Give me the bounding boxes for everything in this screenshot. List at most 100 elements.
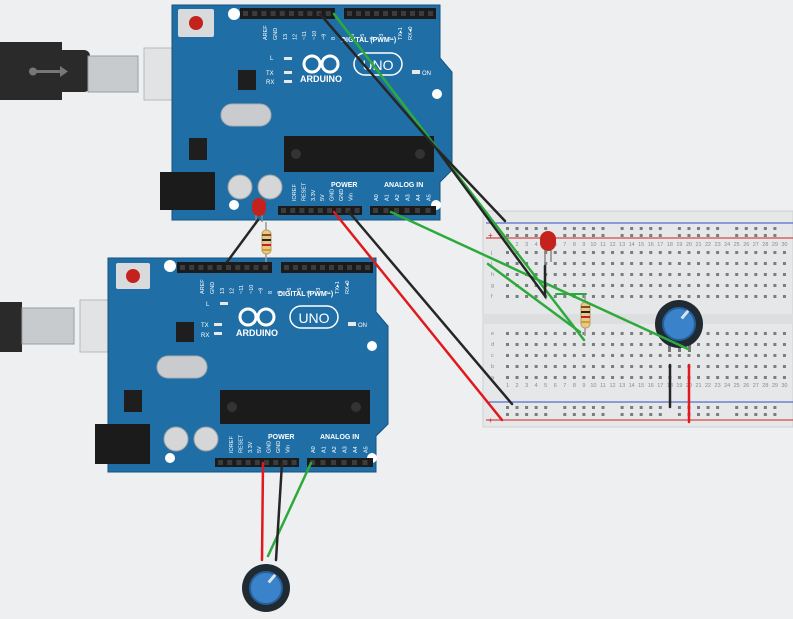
terminal-hole[interactable] — [706, 376, 710, 379]
terminal-hole[interactable] — [515, 273, 519, 276]
terminal-hole[interactable] — [525, 343, 529, 346]
rail-hole[interactable] — [763, 227, 767, 230]
header-pin[interactable] — [281, 208, 286, 213]
terminal-hole[interactable] — [754, 376, 758, 379]
header-pin[interactable] — [282, 460, 288, 465]
wire-black-gnd-breadboard-bottom[interactable] — [347, 210, 514, 406]
terminal-hole[interactable] — [716, 273, 720, 276]
terminal-hole[interactable] — [763, 273, 767, 276]
terminal-hole[interactable] — [744, 295, 748, 298]
rail-hole[interactable] — [716, 413, 720, 416]
header-pin[interactable] — [289, 11, 294, 16]
terminal-hole[interactable] — [658, 354, 662, 357]
header-pin[interactable] — [336, 208, 342, 213]
terminal-hole[interactable] — [658, 284, 662, 287]
terminal-hole[interactable] — [763, 354, 767, 357]
rail-hole[interactable] — [572, 413, 576, 416]
terminal-hole[interactable] — [572, 343, 576, 346]
terminal-hole[interactable] — [697, 343, 700, 346]
terminal-hole[interactable] — [544, 365, 548, 368]
terminal-hole[interactable] — [677, 251, 681, 254]
terminal-hole[interactable] — [716, 332, 720, 335]
terminal-hole[interactable] — [668, 284, 672, 287]
terminal-hole[interactable] — [506, 365, 509, 368]
rail-hole[interactable] — [534, 234, 538, 237]
terminal-hole[interactable] — [735, 251, 739, 254]
terminal-hole[interactable] — [563, 284, 567, 287]
terminal-hole[interactable] — [649, 273, 653, 276]
terminal-hole[interactable] — [620, 295, 624, 298]
terminal-hole[interactable] — [544, 354, 548, 357]
rail-hole[interactable] — [506, 406, 509, 409]
terminal-hole[interactable] — [763, 332, 767, 335]
terminal-hole[interactable] — [639, 343, 643, 346]
header-pin[interactable] — [311, 265, 316, 270]
terminal-hole[interactable] — [506, 332, 509, 335]
terminal-hole[interactable] — [773, 332, 777, 335]
rail-hole[interactable] — [716, 234, 720, 237]
terminal-hole[interactable] — [630, 354, 634, 357]
terminal-hole[interactable] — [744, 376, 748, 379]
rail-hole[interactable] — [744, 406, 748, 409]
header-pin[interactable] — [383, 11, 388, 16]
header-pin[interactable] — [299, 208, 305, 213]
terminal-hole[interactable] — [601, 273, 605, 276]
rail-hole[interactable] — [601, 406, 605, 409]
terminal-hole[interactable] — [639, 284, 643, 287]
terminal-hole[interactable] — [601, 354, 605, 357]
terminal-hole[interactable] — [553, 251, 557, 254]
header-pin[interactable] — [392, 11, 397, 16]
rail-hole[interactable] — [515, 227, 519, 230]
terminal-hole[interactable] — [506, 343, 509, 346]
wire-green-pin9-breadboard[interactable] — [332, 12, 586, 342]
terminal-hole[interactable] — [706, 273, 710, 276]
terminal-hole[interactable] — [677, 284, 681, 287]
terminal-hole[interactable] — [763, 343, 767, 346]
header-pin[interactable] — [198, 265, 204, 270]
header-pin[interactable] — [428, 11, 433, 16]
terminal-hole[interactable] — [725, 365, 729, 368]
terminal-hole[interactable] — [591, 365, 595, 368]
terminal-hole[interactable] — [506, 251, 509, 254]
header-pin[interactable] — [365, 265, 370, 270]
header-pin[interactable] — [307, 11, 313, 16]
header-pin[interactable] — [227, 460, 233, 465]
breadboard-holes[interactable] — [506, 227, 786, 416]
terminal-hole[interactable] — [611, 284, 615, 287]
rail-hole[interactable] — [601, 227, 605, 230]
rail-hole[interactable] — [563, 227, 567, 230]
terminal-hole[interactable] — [716, 262, 720, 265]
header-pin[interactable] — [308, 208, 314, 213]
terminal-hole[interactable] — [534, 343, 538, 346]
terminal-hole[interactable] — [553, 273, 557, 276]
led-red-breadboard[interactable] — [540, 231, 556, 262]
header-pin[interactable] — [253, 265, 259, 270]
terminal-hole[interactable] — [582, 343, 586, 346]
terminal-hole[interactable] — [544, 262, 548, 265]
terminal-hole[interactable] — [630, 262, 634, 265]
rail-hole[interactable] — [706, 406, 710, 409]
terminal-hole[interactable] — [697, 376, 700, 379]
terminal-hole[interactable] — [591, 295, 595, 298]
header-pin[interactable] — [261, 11, 267, 16]
rail-hole[interactable] — [572, 227, 576, 230]
terminal-hole[interactable] — [716, 365, 720, 368]
reset-button-cap[interactable] — [126, 269, 140, 283]
terminal-hole[interactable] — [572, 273, 576, 276]
terminal-hole[interactable] — [611, 354, 615, 357]
rail-hole[interactable] — [525, 413, 529, 416]
terminal-hole[interactable] — [782, 251, 786, 254]
terminal-hole[interactable] — [601, 332, 605, 335]
terminal-hole[interactable] — [582, 262, 586, 265]
terminal-hole[interactable] — [591, 284, 595, 287]
terminal-hole[interactable] — [773, 262, 777, 265]
header-pin[interactable] — [320, 460, 326, 465]
rail-hole[interactable] — [658, 234, 662, 237]
terminal-hole[interactable] — [697, 251, 700, 254]
terminal-hole[interactable] — [582, 295, 586, 298]
terminal-hole[interactable] — [563, 273, 567, 276]
terminal-hole[interactable] — [697, 273, 700, 276]
rail-hole[interactable] — [591, 234, 595, 237]
terminal-hole[interactable] — [601, 343, 605, 346]
